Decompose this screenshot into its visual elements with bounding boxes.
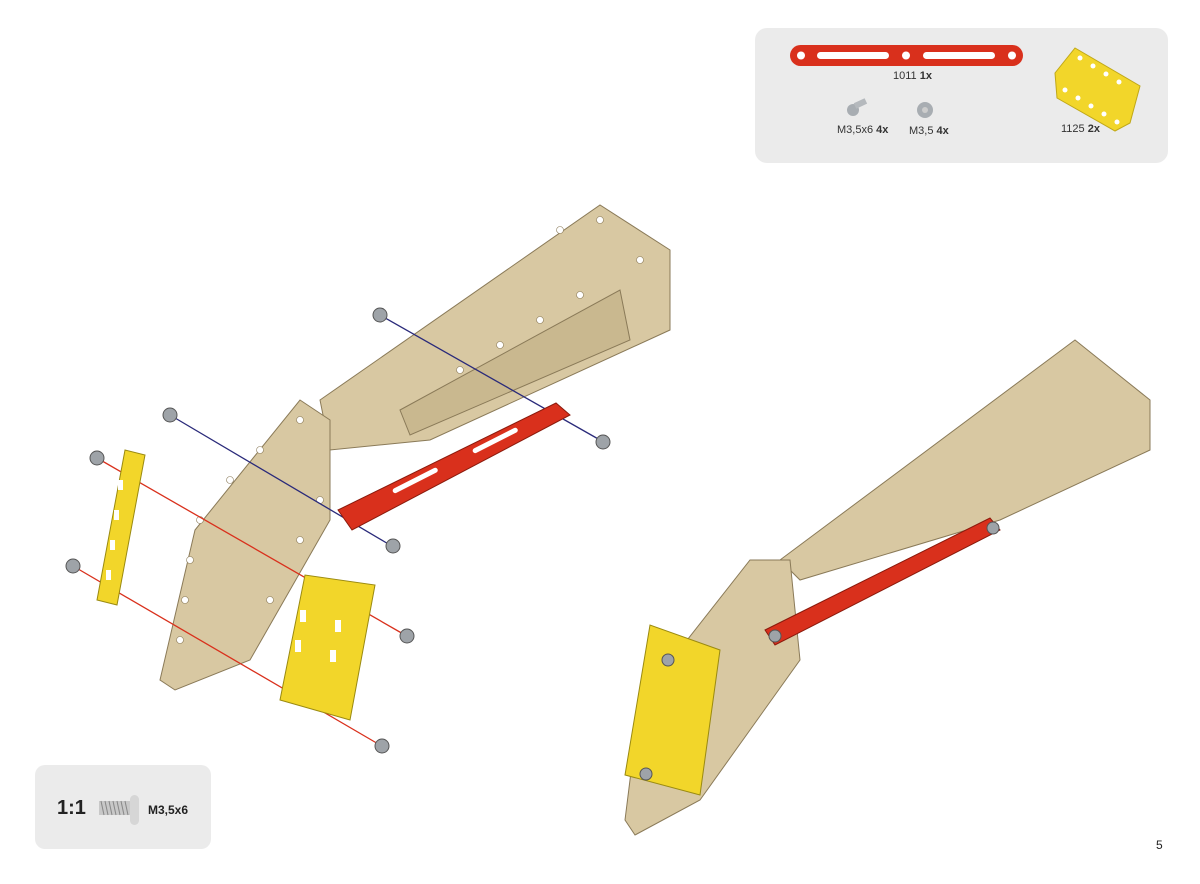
page-number: 5	[1156, 838, 1163, 852]
bracket-1125-icon	[1054, 47, 1141, 132]
scale-screw-label: M3,5x6	[148, 803, 189, 817]
part-label-1011: 1011 1x	[893, 70, 932, 82]
yellow-bracket-1125	[96, 449, 376, 721]
screws-and-nuts	[65, 307, 611, 754]
part-label-screw: M3,5x6 4x	[837, 124, 889, 136]
assembled-view	[624, 339, 1151, 836]
part-label-nut: M3,5 4x	[909, 125, 949, 137]
nut-icon	[917, 102, 933, 118]
exploded-assembly	[65, 204, 671, 754]
strip-1011-icon	[790, 45, 1023, 66]
screw-icon	[847, 98, 868, 116]
parts-icons	[790, 45, 1141, 132]
parts-list-panel: 1011 1x M3,5x6 4x M3,5 4x 1125 2x	[755, 28, 1168, 163]
screw-actual-size-icon	[99, 795, 139, 825]
red-strip-1011	[337, 402, 571, 531]
scale-reference-box: 1:1 M3,5x6	[35, 765, 211, 849]
scale-ratio: 1:1	[57, 797, 86, 819]
part-label-1125: 1125 2x	[1061, 123, 1100, 135]
